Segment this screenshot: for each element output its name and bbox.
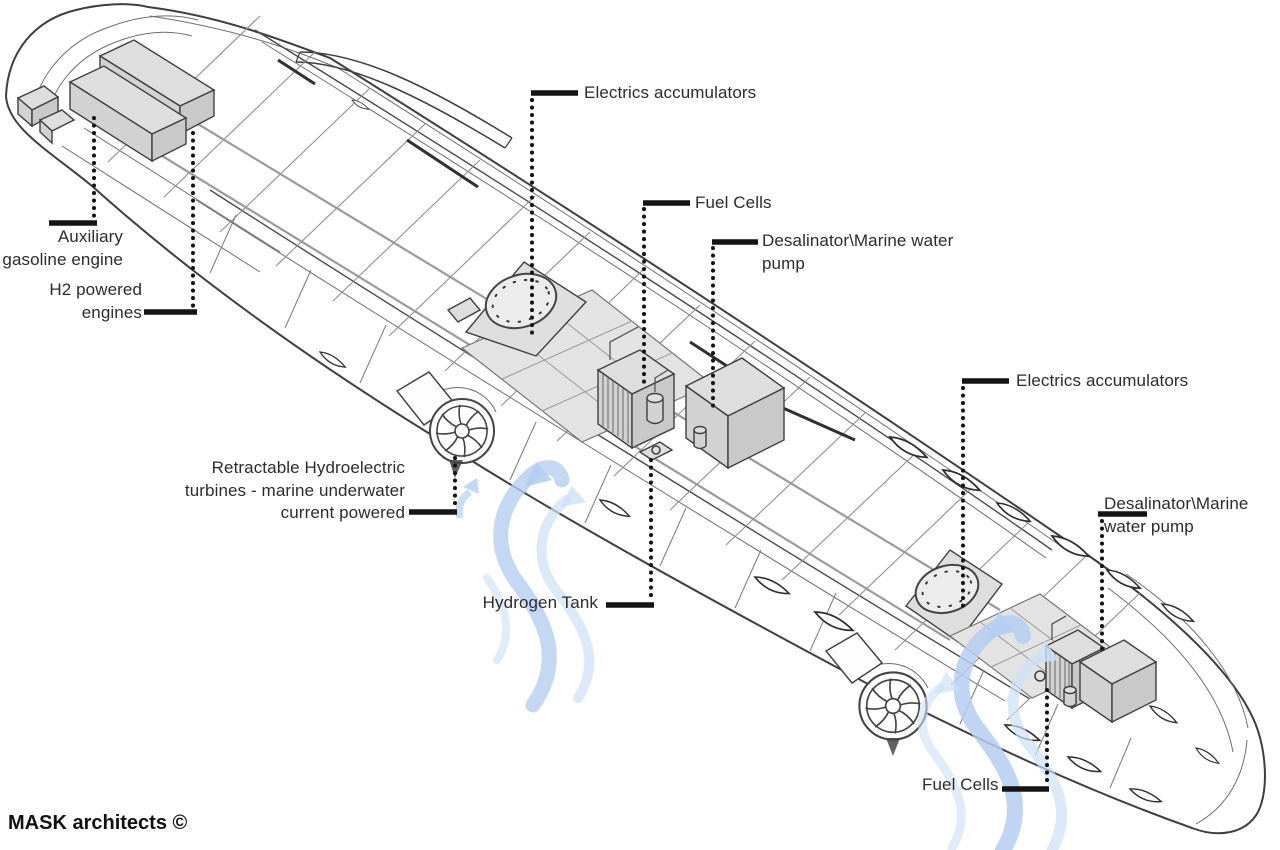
- callout-line: pump: [762, 253, 805, 273]
- auxiliary-gasoline-engine-block: [68, 65, 188, 163]
- callout-line: Fuel Cells: [695, 193, 772, 212]
- callout-fuel-cells-top: Fuel Cells: [695, 192, 772, 215]
- callout-desalinator-water-pump-right: Desalinator\Marine water pump: [1104, 493, 1248, 538]
- callout-line: gasoline engine: [2, 249, 123, 269]
- callout-electrics-accumulators-right: Electrics accumulators: [1016, 370, 1188, 393]
- midship-equipment: [446, 261, 786, 470]
- desalinator-pump-pod-mid: [446, 261, 588, 357]
- callout-leaders: [49, 90, 1147, 792]
- water-flow-left: [455, 460, 595, 713]
- callout-line: Auxiliary: [57, 227, 123, 246]
- callout-electrics-accumulators-top: Electrics accumulators: [584, 82, 756, 105]
- deck-accent-rails: [277, 58, 856, 442]
- mid-pumps-and-pipes: [609, 326, 707, 461]
- callout-h2-powered-engines: H2 powered engines: [0, 279, 142, 324]
- turbine-right: [824, 632, 929, 756]
- callout-desalinator-water-pump-top: Desalinator\Marine water pump: [762, 230, 953, 275]
- stern-engine-room: [16, 39, 216, 163]
- callout-line: water pump: [1104, 516, 1194, 536]
- callout-auxiliary-gasoline-engine: Auxiliary gasoline engine: [2, 226, 123, 271]
- callout-fuel-cells-bottom: Fuel Cells: [922, 774, 999, 797]
- callout-line: Desalinator\Marine: [1104, 494, 1249, 513]
- credit-watermark: MASK architects ©: [8, 812, 188, 834]
- callout-line: engines: [81, 302, 142, 322]
- aft-tank-and-pump: [1034, 615, 1158, 724]
- callout-line: Electrics accumulators: [1016, 371, 1189, 390]
- stern-step-boxes: [16, 85, 76, 145]
- callout-line: Retractable Hydroelectric: [211, 458, 405, 477]
- callout-line: current powered: [280, 503, 405, 522]
- hydroelectric-turbines: [395, 371, 929, 756]
- callout-line: Desalinator\Marine water: [762, 231, 954, 250]
- hydrogen-tank-unit: [684, 357, 786, 470]
- callout-line: H2 powered: [49, 280, 142, 299]
- callout-line: Hydrogen Tank: [482, 593, 598, 612]
- callout-hydrogen-tank: Hydrogen Tank: [400, 592, 598, 615]
- callout-line: turbines - marine underwater: [184, 480, 405, 500]
- callout-retractable-hydroelectric-turbines: Retractable Hydroelectric turbines - mar…: [155, 457, 405, 525]
- turbine-left: [395, 371, 497, 478]
- water-flow-right: [917, 612, 1067, 850]
- callout-line: Fuel Cells: [922, 775, 999, 794]
- callout-line: Electrics accumulators: [584, 83, 757, 102]
- aft-equipment: [904, 549, 1158, 724]
